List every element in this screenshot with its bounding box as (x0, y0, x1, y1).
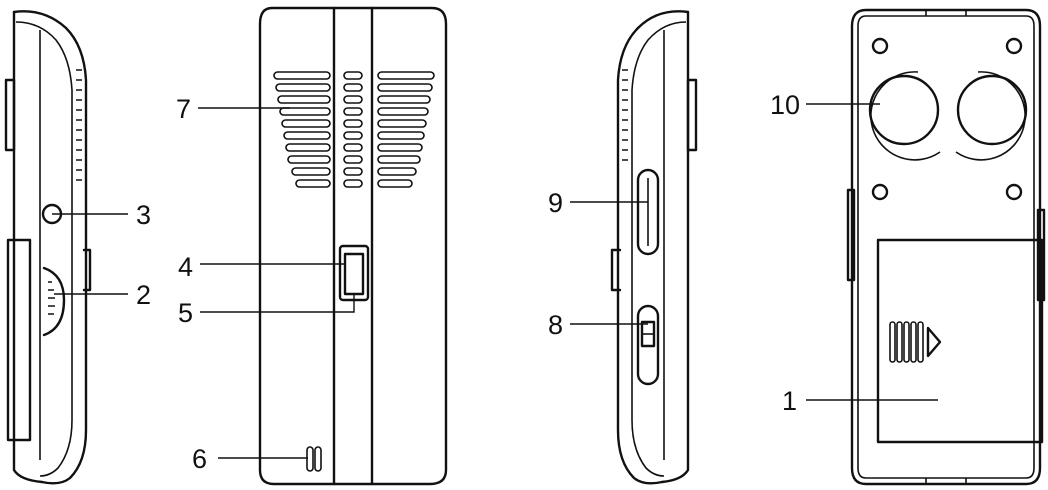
slide-switch-track (636, 304, 660, 386)
left-side-view (4, 10, 92, 485)
volume-rocker (636, 168, 660, 256)
back-view (846, 8, 1046, 486)
screw-hole (1005, 183, 1023, 201)
callout-label-10: 10 (770, 90, 800, 120)
right-side-vents (622, 69, 628, 161)
screw-hole (1005, 37, 1023, 55)
callout-label-2: 2 (136, 280, 151, 310)
callout-label-1: 1 (782, 386, 797, 416)
callout-label-5: 5 (178, 298, 193, 328)
screw-hole (871, 37, 889, 55)
callout-label-7: 7 (176, 94, 191, 124)
left-side-vents (76, 69, 82, 181)
battery-cover (876, 238, 1044, 444)
arrow-right-icon (926, 326, 942, 358)
back-speakers (868, 71, 1028, 161)
right-side-view (610, 10, 698, 485)
screw-hole (871, 183, 889, 201)
callout-label-4: 4 (178, 252, 193, 282)
callout-labels: 3 2 4 5 7 6 9 8 10 1 (136, 90, 800, 474)
microphone-holes (306, 446, 322, 472)
callout-label-8: 8 (548, 310, 563, 340)
callout-label-3: 3 (136, 200, 151, 230)
battery-cover-latch (889, 321, 942, 363)
front-view (258, 6, 448, 486)
callout-label-9: 9 (548, 188, 563, 218)
speaker-grille (273, 71, 435, 188)
callout-label-6: 6 (192, 444, 207, 474)
usb-port (42, 266, 66, 337)
callout-lines (52, 103, 938, 459)
